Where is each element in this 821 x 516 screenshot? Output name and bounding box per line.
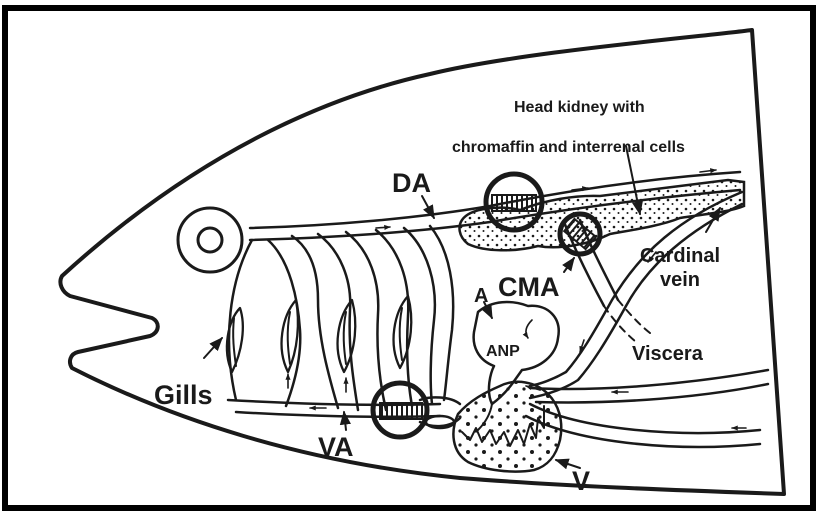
eye — [178, 208, 242, 272]
cardinal-vein-label-line1: Cardinal — [640, 245, 720, 267]
da-label: DA — [392, 168, 431, 198]
cma-label: CMA — [498, 272, 560, 302]
anp-label: ANP — [486, 343, 520, 360]
ventricle — [453, 382, 561, 472]
head-kidney-label-line2: chromaffin and interrenal cells — [452, 139, 685, 156]
va-label: VA — [318, 432, 354, 462]
gills-label: Gills — [154, 380, 213, 410]
viscera-label: Viscera — [632, 343, 704, 365]
cardinal-vein-label-line2: vein — [660, 269, 700, 291]
ventricle-label: V — [572, 466, 590, 496]
head-kidney-label-line1: Head kidney with — [514, 99, 645, 116]
atrium-label: A — [474, 285, 488, 307]
hepatic-vein — [526, 370, 768, 447]
sample-site-ventral-aorta — [373, 383, 427, 437]
